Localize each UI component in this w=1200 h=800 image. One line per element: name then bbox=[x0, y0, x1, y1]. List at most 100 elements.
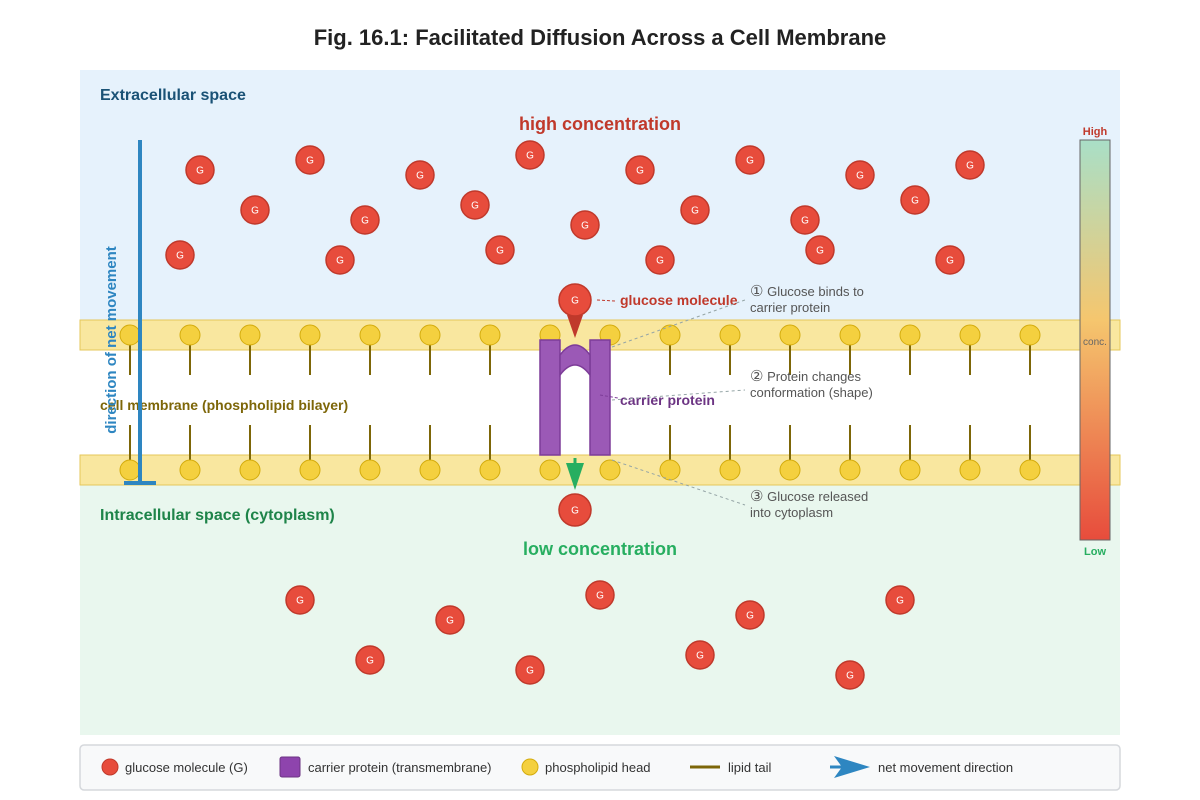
glucose-molecule: G bbox=[805, 235, 835, 265]
legend-head-label: phospholipid head bbox=[545, 760, 651, 775]
phospholipid bbox=[899, 324, 921, 481]
glucose-molecule: G bbox=[790, 205, 820, 235]
gradient-mid-label: conc. bbox=[1083, 337, 1107, 348]
step-1-number: ① bbox=[750, 283, 763, 300]
glucose-molecule: G bbox=[685, 640, 715, 670]
glucose-molecule: G bbox=[165, 240, 195, 270]
svg-text:② Protein changes: ② Protein changes bbox=[750, 368, 862, 385]
glucose-molecule: G bbox=[570, 210, 600, 240]
extracellular-region bbox=[80, 70, 1120, 330]
phospholipid-head-upper bbox=[419, 324, 441, 346]
legend-glucose-swatch bbox=[101, 758, 119, 776]
phospholipid-head-lower bbox=[179, 459, 201, 481]
carrier-callout-line bbox=[599, 394, 619, 399]
glucose-symbol: G bbox=[656, 256, 664, 267]
legend: glucose molecule (G) carrier protein (tr… bbox=[79, 744, 1121, 791]
glucose-molecule: G bbox=[515, 140, 545, 170]
phospholipid-head-upper bbox=[119, 324, 141, 346]
glucose-symbol: G bbox=[816, 246, 824, 257]
phospholipid-head-upper bbox=[959, 324, 981, 346]
phospholipid-head-lower bbox=[599, 459, 621, 481]
step-1-line2: carrier protein bbox=[750, 300, 830, 315]
glucose-molecule: G bbox=[185, 155, 215, 185]
glucose-molecule: G bbox=[485, 235, 515, 265]
glucose-molecule: G bbox=[585, 580, 615, 610]
glucose-molecule: G bbox=[435, 605, 465, 635]
step-2-leader bbox=[611, 389, 746, 401]
glucose-symbol: G bbox=[946, 256, 954, 267]
figure-title: Fig. 16.1: Facilitated Diffusion Across … bbox=[314, 25, 887, 50]
glucose-symbol: G bbox=[361, 216, 369, 227]
step-2-number: ② bbox=[750, 368, 763, 385]
glucose-symbol: G bbox=[306, 156, 314, 167]
phospholipid bbox=[959, 324, 981, 481]
legend-arrow-label: net movement direction bbox=[878, 760, 1013, 775]
glucose-symbol: G bbox=[911, 196, 919, 207]
glucose-symbol: G bbox=[446, 616, 454, 627]
glucose-symbol: G bbox=[471, 201, 479, 212]
phospholipid bbox=[839, 324, 861, 481]
phospholipid-head-lower bbox=[959, 459, 981, 481]
glucose-symbol: G bbox=[526, 151, 534, 162]
legend-head-swatch bbox=[521, 758, 539, 776]
svg-text:G: G bbox=[571, 296, 579, 307]
glucose-symbol: G bbox=[336, 256, 344, 267]
svg-text:G: G bbox=[571, 506, 579, 517]
release-arrow bbox=[566, 458, 584, 490]
glucose-molecule: G bbox=[680, 195, 710, 225]
phospholipid bbox=[479, 324, 501, 481]
phospholipid-head-lower bbox=[119, 459, 141, 481]
glucose-molecule: G bbox=[295, 145, 325, 175]
glucose-symbol: G bbox=[196, 166, 204, 177]
phospholipid-head-lower bbox=[299, 459, 321, 481]
glucose-symbol: G bbox=[496, 246, 504, 257]
phospholipid bbox=[179, 324, 201, 481]
phospholipid-head-lower bbox=[419, 459, 441, 481]
glucose-molecule: G bbox=[285, 585, 315, 615]
carrier-callout-label: carrier protein bbox=[620, 392, 715, 408]
glucose-symbol: G bbox=[966, 161, 974, 172]
legend-carrier-swatch bbox=[279, 756, 301, 778]
glucose-symbol: G bbox=[296, 596, 304, 607]
legend-arrow-swatch bbox=[830, 756, 870, 778]
glucose-molecule: G bbox=[625, 155, 655, 185]
glucose-molecule: G bbox=[355, 645, 385, 675]
glucose-molecule: G bbox=[900, 185, 930, 215]
phospholipid-head-lower bbox=[839, 459, 861, 481]
glucose-molecule: G bbox=[350, 205, 380, 235]
phospholipid-head-lower bbox=[359, 459, 381, 481]
glucose-symbol: G bbox=[691, 206, 699, 217]
glucose-symbol: G bbox=[896, 596, 904, 607]
glucose-molecule: G bbox=[735, 600, 765, 630]
phospholipid-head-lower bbox=[1019, 459, 1041, 481]
glucose-symbol: G bbox=[846, 671, 854, 682]
glucose-molecule: G bbox=[835, 660, 865, 690]
step-2-line2: conformation (shape) bbox=[750, 385, 873, 400]
membrane-label: cell membrane (phospholipid bilayer) bbox=[100, 397, 348, 413]
phospholipid bbox=[119, 324, 141, 481]
step-3-number: ③ bbox=[750, 488, 763, 505]
glucose-molecule: G bbox=[240, 195, 270, 225]
glucose-molecule: G bbox=[645, 245, 675, 275]
step-3-line2: into cytoplasm bbox=[750, 505, 833, 520]
glucose-symbol: G bbox=[176, 251, 184, 262]
phospholipid-head-lower bbox=[539, 459, 561, 481]
phospholipid-head-upper bbox=[839, 324, 861, 346]
phospholipid bbox=[239, 324, 261, 481]
released-glucose: G bbox=[558, 493, 592, 527]
step-3-line1: Glucose released bbox=[767, 489, 868, 504]
phospholipid-head-upper bbox=[479, 324, 501, 346]
step-2-line1: Protein changes bbox=[767, 369, 861, 384]
glucose-symbol: G bbox=[696, 651, 704, 662]
phospholipid-head-lower bbox=[719, 459, 741, 481]
phospholipid bbox=[419, 324, 441, 481]
glucose-symbol: G bbox=[746, 156, 754, 167]
phospholipid bbox=[1019, 324, 1041, 481]
glucose-molecule: G bbox=[460, 190, 490, 220]
phospholipid-head-upper bbox=[899, 324, 921, 346]
glucose-symbol: G bbox=[596, 591, 604, 602]
svg-text:① Glucose binds to: ① Glucose binds to bbox=[750, 283, 864, 300]
concentration-gradient-bar bbox=[1079, 139, 1111, 541]
